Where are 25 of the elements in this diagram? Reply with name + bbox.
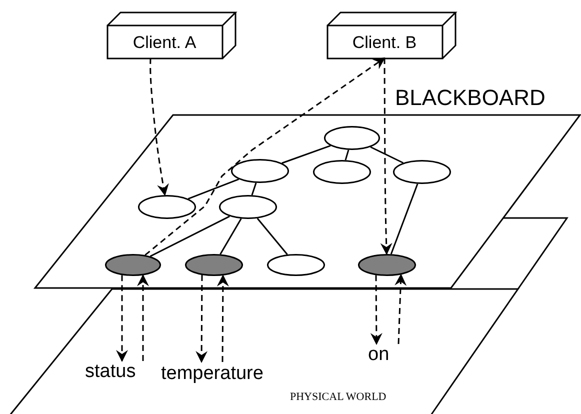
signal-label: temperature (161, 362, 294, 386)
connector-line (251, 182, 257, 196)
arrow (150, 58, 169, 196)
connector-line (370, 146, 404, 164)
connector-line (188, 178, 240, 200)
plane-title: BLACKBOARD (395, 87, 546, 109)
connector-line (256, 218, 288, 255)
arrow (216, 274, 229, 362)
connector-line (220, 218, 242, 255)
arrow (116, 275, 128, 362)
arrow (196, 275, 208, 363)
client-label: Client. A (132, 34, 198, 51)
arrow (137, 274, 149, 361)
arrow (144, 57, 386, 256)
connector-line (150, 216, 230, 257)
arrow (370, 275, 382, 345)
connector-line (390, 184, 418, 254)
client-label: Client. B (351, 34, 418, 51)
signal-label: on (368, 344, 399, 366)
connector-line (282, 145, 331, 164)
arrow (380, 58, 392, 255)
connector-line (344, 150, 350, 160)
arrow (394, 274, 407, 344)
plane-title: PHYSICAL WORLD (290, 392, 386, 403)
signal-label: status (85, 361, 149, 383)
